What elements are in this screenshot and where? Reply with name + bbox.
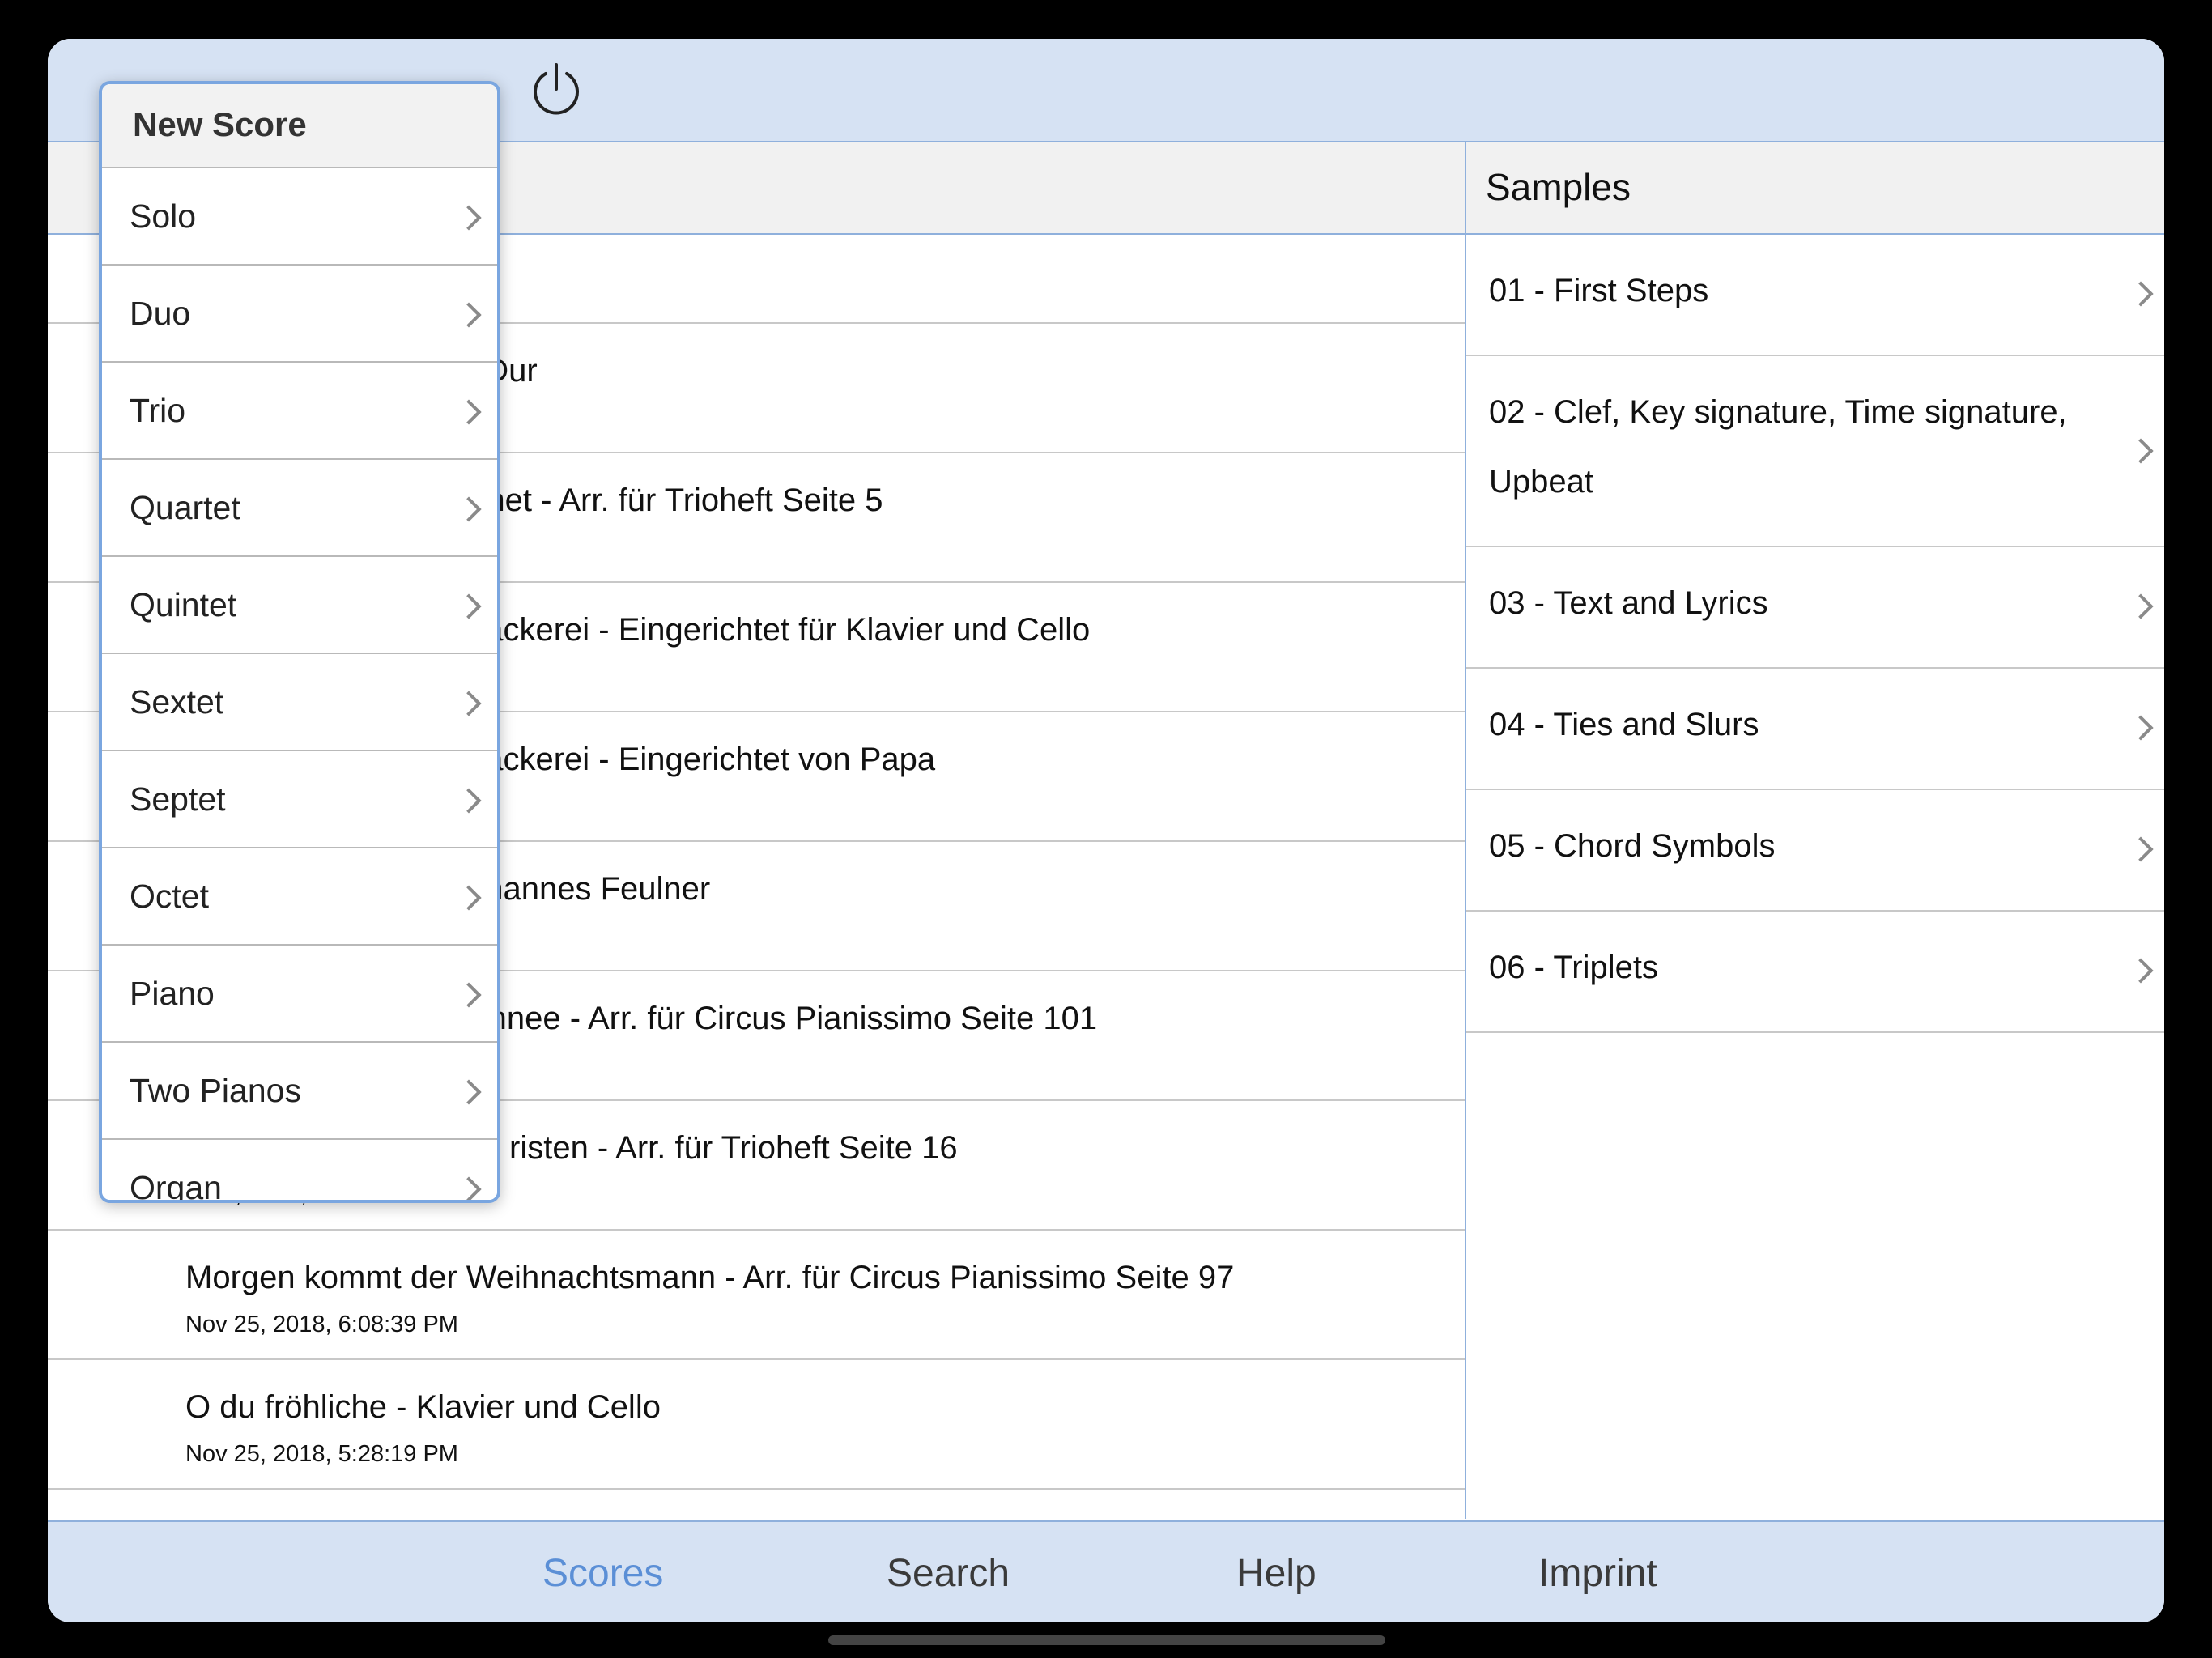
new-score-popover: New Score Solo Duo Trio Quartet Quintet … — [99, 81, 500, 1203]
app-screen: ) M in Dur M mmet - Arr. für Trioheft Se… — [48, 39, 2164, 1622]
menu-item-label: Trio — [130, 392, 186, 429]
menu-item-label: Sextet — [130, 683, 224, 721]
chevron-right-icon — [456, 302, 482, 328]
menu-item-label: Organ — [130, 1169, 222, 1203]
score-date: Nov 25, 2018, 5:28:19 PM — [185, 1441, 458, 1467]
chevron-right-icon — [456, 496, 482, 522]
menu-item-label: Duo — [130, 295, 191, 332]
chevron-right-icon — [2128, 958, 2154, 984]
chevron-right-icon — [2128, 281, 2154, 307]
menu-item-quintet[interactable]: Quintet — [102, 557, 497, 654]
sample-label: 05 - Chord Symbols — [1489, 828, 1776, 864]
chevron-right-icon — [456, 788, 482, 814]
chevron-right-icon — [456, 1176, 482, 1200]
score-title: risten - Arr. für Trioheft Seite 16 — [509, 1130, 958, 1166]
menu-item-two-pianos[interactable]: Two Pianos — [102, 1043, 497, 1140]
score-title: mmet - Arr. für Trioheft Seite 5 — [451, 483, 883, 518]
samples-list: Samples 01 - First Steps 02 - Clef, Key … — [1466, 142, 2164, 1519]
chevron-right-icon — [2128, 593, 2154, 619]
samples-header: Samples — [1466, 142, 2164, 235]
chevron-right-icon — [456, 399, 482, 425]
popover-header: New Score — [102, 84, 497, 168]
menu-item-label: Quintet — [130, 586, 237, 623]
chevron-right-icon — [456, 885, 482, 911]
home-indicator — [828, 1635, 1385, 1645]
menu-item-label: Octet — [130, 878, 209, 915]
menu-item-duo[interactable]: Duo — [102, 266, 497, 363]
chevron-right-icon — [2128, 715, 2154, 741]
menu-item-quartet[interactable]: Quartet — [102, 460, 497, 557]
score-date: Nov 25, 2018, 6:08:39 PM — [185, 1312, 458, 1337]
chevron-right-icon — [2128, 836, 2154, 862]
menu-item-label: Septet — [130, 780, 226, 818]
chevron-right-icon — [456, 982, 482, 1008]
score-title: O du fröhliche - Klavier und Cello — [185, 1389, 661, 1425]
menu-item-solo[interactable]: Solo — [102, 168, 497, 266]
sample-item[interactable]: 05 - Chord Symbols — [1466, 790, 2164, 912]
sample-item[interactable]: 06 - Triplets — [1466, 912, 2164, 1033]
chevron-right-icon — [456, 593, 482, 619]
menu-item-trio[interactable]: Trio — [102, 363, 497, 460]
menu-item-label: Two Pianos — [130, 1072, 301, 1109]
score-title: Schnee - Arr. für Circus Pianissimo Seit… — [451, 1001, 1098, 1036]
sample-label: 01 - First Steps — [1489, 273, 1709, 308]
sample-item[interactable]: 03 - Text and Lyrics — [1466, 547, 2164, 669]
tab-imprint[interactable]: Imprint — [1538, 1552, 1657, 1595]
sample-label: 06 - Triplets — [1489, 950, 1658, 985]
score-title: sbäckerei - Eingerichtet für Klavier und… — [451, 612, 1091, 648]
samples-header-title: Samples — [1486, 166, 1631, 208]
sample-item[interactable]: 02 - Clef, Key signature, Time signature… — [1466, 356, 2164, 547]
chevron-right-icon — [456, 691, 482, 716]
menu-item-label: Piano — [130, 975, 215, 1012]
bottom-tab-bar: Scores Search Help Imprint — [48, 1520, 2164, 1622]
sample-item[interactable]: 04 - Ties and Slurs — [1466, 669, 2164, 790]
menu-item-sextet[interactable]: Sextet — [102, 654, 497, 751]
popover-title: New Score — [133, 105, 307, 143]
score-row[interactable]: O du fröhliche - Klavier und Cello Nov 2… — [48, 1360, 1465, 1490]
menu-item-label: Quartet — [130, 489, 240, 526]
sample-label: 02 - Clef, Key signature, Time signature… — [1489, 394, 2067, 500]
sample-label: 03 - Text and Lyrics — [1489, 585, 1768, 621]
tab-scores[interactable]: Scores — [542, 1552, 664, 1595]
chevron-right-icon — [2128, 438, 2154, 464]
menu-item-octet[interactable]: Octet — [102, 848, 497, 946]
menu-item-organ[interactable]: Organ — [102, 1140, 497, 1203]
power-icon[interactable] — [528, 60, 585, 117]
tab-help[interactable]: Help — [1236, 1552, 1317, 1595]
tab-search[interactable]: Search — [887, 1552, 1010, 1595]
menu-item-piano[interactable]: Piano — [102, 946, 497, 1043]
chevron-right-icon — [456, 205, 482, 231]
menu-item-label: Solo — [130, 198, 197, 235]
score-title: Morgen kommt der Weihnachtsmann - Arr. f… — [185, 1260, 1235, 1295]
sample-label: 04 - Ties and Slurs — [1489, 707, 1759, 742]
score-row[interactable]: Morgen kommt der Weihnachtsmann - Arr. f… — [48, 1231, 1465, 1360]
chevron-right-icon — [456, 1079, 482, 1105]
menu-item-septet[interactable]: Septet — [102, 751, 497, 848]
sample-item[interactable]: 01 - First Steps — [1466, 235, 2164, 356]
score-title: sbäckerei - Eingerichtet von Papa — [451, 742, 936, 777]
